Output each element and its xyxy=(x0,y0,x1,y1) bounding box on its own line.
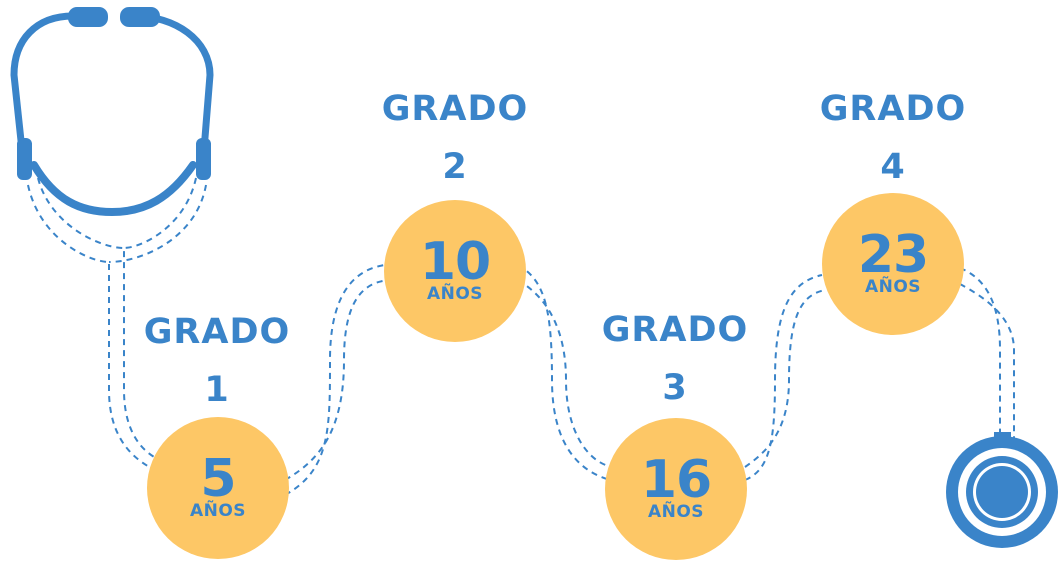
milestone-years: 23 xyxy=(857,225,929,285)
milestone-2: 10 AÑOS xyxy=(384,200,526,342)
milestone-years: 5 xyxy=(200,449,236,509)
milestone-years: 10 xyxy=(419,232,491,292)
stethoscope-headset-icon xyxy=(10,7,214,216)
tube-path xyxy=(27,177,1015,496)
tube-segment-4 xyxy=(744,274,823,481)
grade-number: 4 xyxy=(880,147,906,187)
milestone-4: 23 AÑOS xyxy=(822,193,964,335)
grade-word: GRADO xyxy=(143,312,291,352)
grade-3-label: GRADO 3 xyxy=(585,313,765,406)
stethoscope-chestpiece-icon xyxy=(946,432,1058,548)
grade-1-label: GRADO 1 xyxy=(127,315,307,408)
milestone-years: 16 xyxy=(640,450,712,510)
milestone-unit: AÑOS xyxy=(426,284,484,304)
tube-segment-3-inner xyxy=(517,279,613,468)
tube-segment-5-inner xyxy=(959,283,1015,440)
milestone-3: 16 AÑOS xyxy=(605,418,747,560)
grade-word: GRADO xyxy=(601,310,749,350)
tube-segment-2-inner xyxy=(284,279,391,481)
grade-number: 3 xyxy=(662,368,688,408)
milestone-unit: AÑOS xyxy=(189,501,247,521)
grade-number: 2 xyxy=(442,147,468,187)
milestone-1: 5 AÑOS xyxy=(147,417,289,559)
tube-segment-headset-right-outer xyxy=(108,184,207,263)
tube-segment-4-inner xyxy=(744,289,826,468)
grade-2-label: GRADO 2 xyxy=(365,92,545,185)
milestone-unit: AÑOS xyxy=(864,277,922,297)
tube-segment-headset-right xyxy=(123,177,197,249)
grade-word: GRADO xyxy=(819,89,967,129)
tube-segment-3 xyxy=(517,264,611,481)
grade-4-label: GRADO 4 xyxy=(803,92,983,185)
milestone-unit: AÑOS xyxy=(647,502,705,522)
grade-word: GRADO xyxy=(381,89,529,129)
tube-segment-5 xyxy=(959,267,1001,440)
tube-segment-1-inner xyxy=(37,177,161,461)
tube-segment-1 xyxy=(27,184,156,471)
grade-number: 1 xyxy=(204,370,230,410)
